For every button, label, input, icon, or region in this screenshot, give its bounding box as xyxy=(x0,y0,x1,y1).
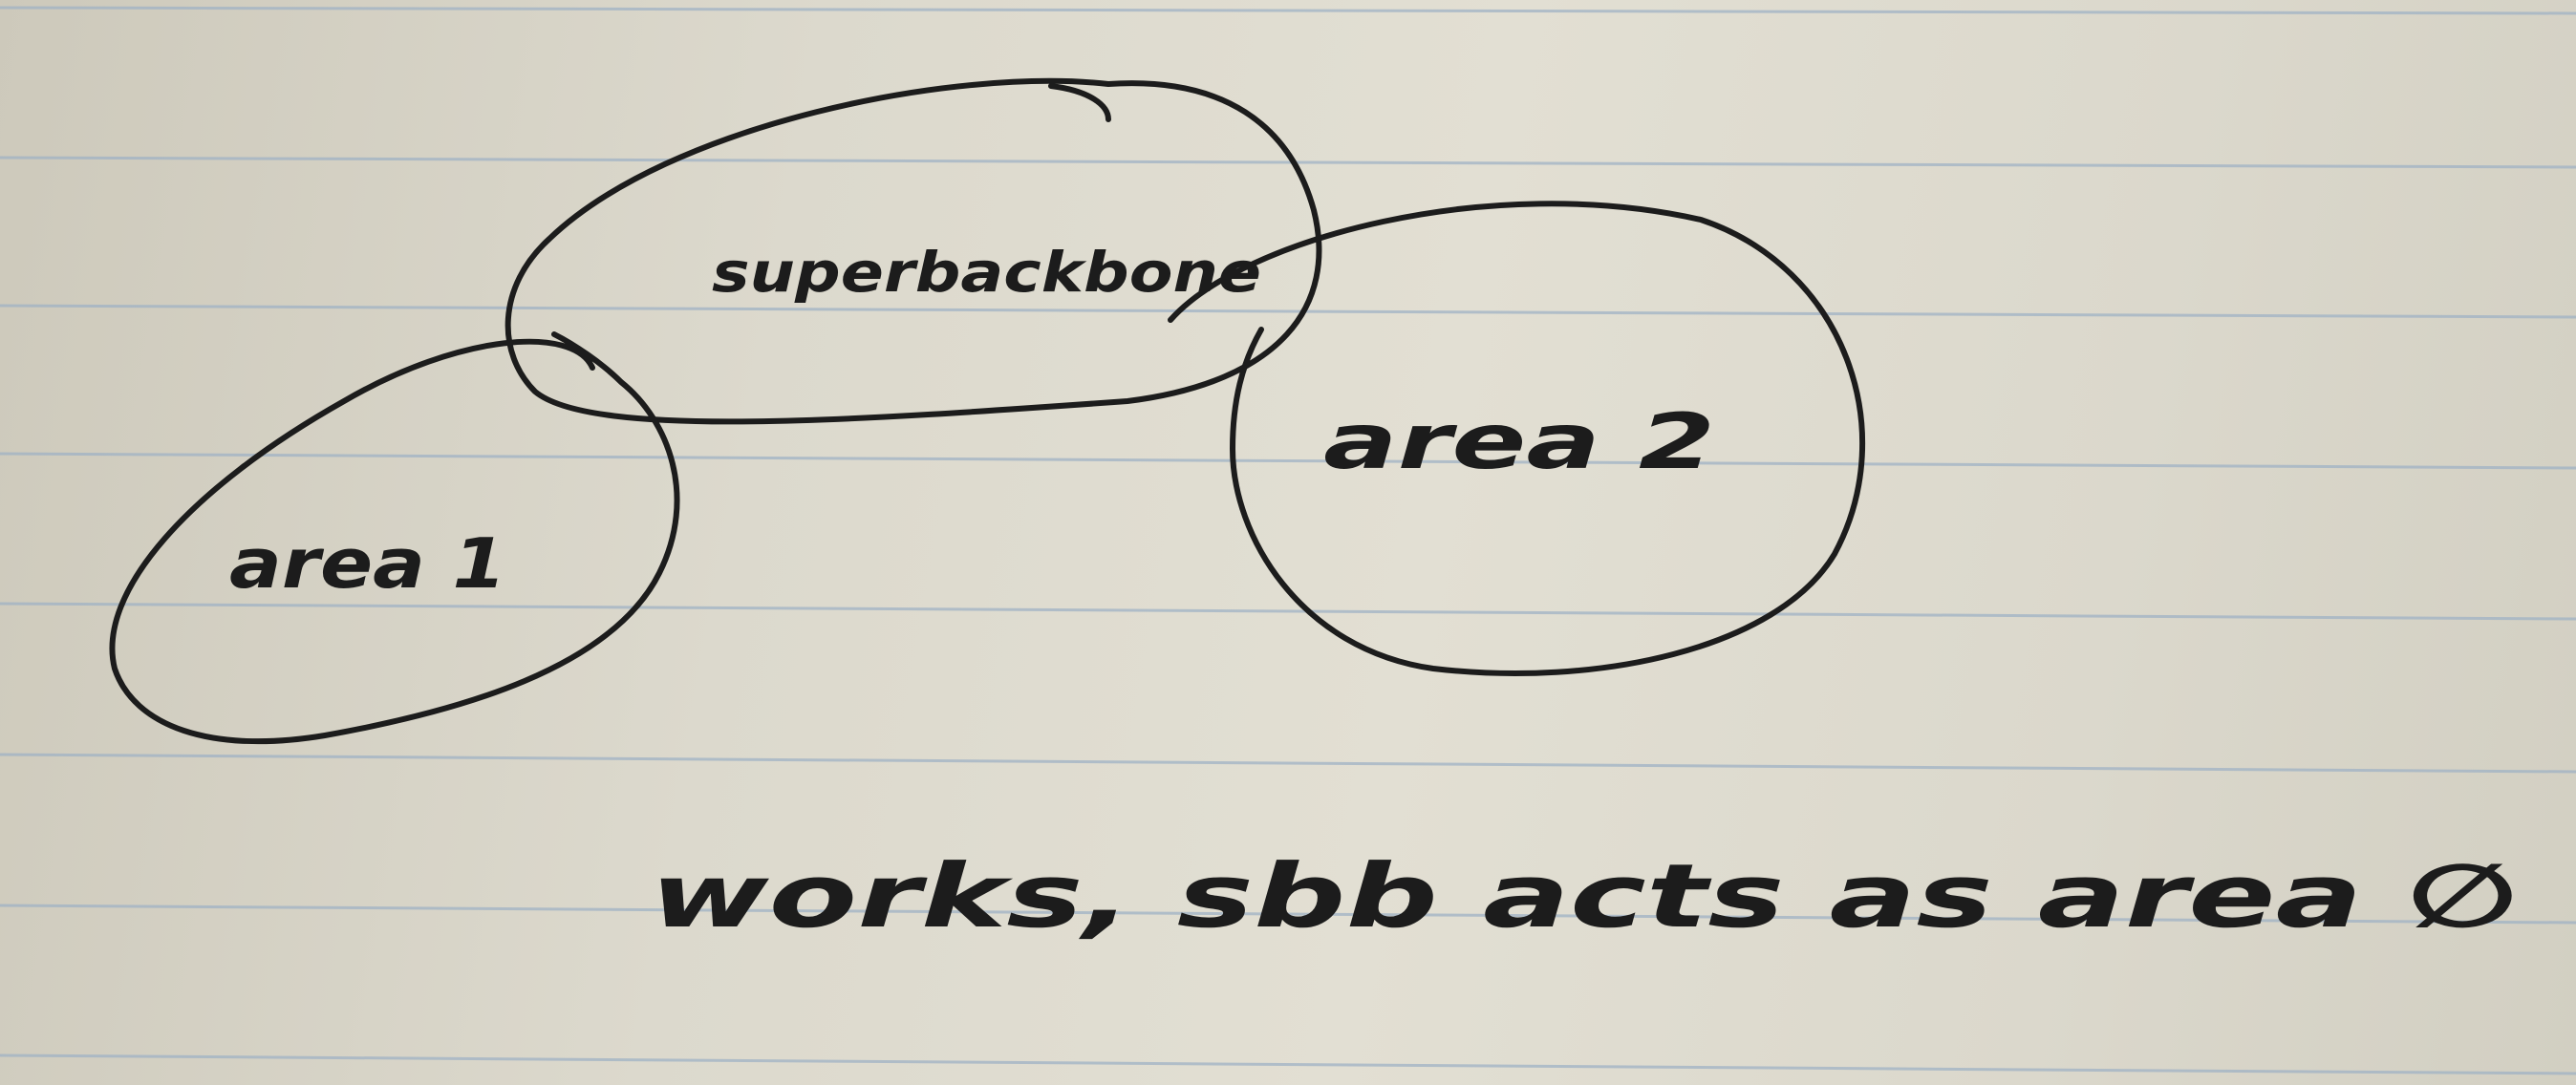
area1-loop xyxy=(109,331,680,745)
area2-label: area 2 xyxy=(1323,397,1715,486)
superbackbone-label: superbackbone xyxy=(712,240,1261,305)
superbackbone-hook xyxy=(1048,83,1111,122)
superbackbone-loop xyxy=(504,77,1322,425)
area2-loop xyxy=(1168,201,1865,676)
area1-label: area 1 xyxy=(229,523,506,604)
bottom-note: works, sbb acts as area ∅ xyxy=(650,845,2518,947)
